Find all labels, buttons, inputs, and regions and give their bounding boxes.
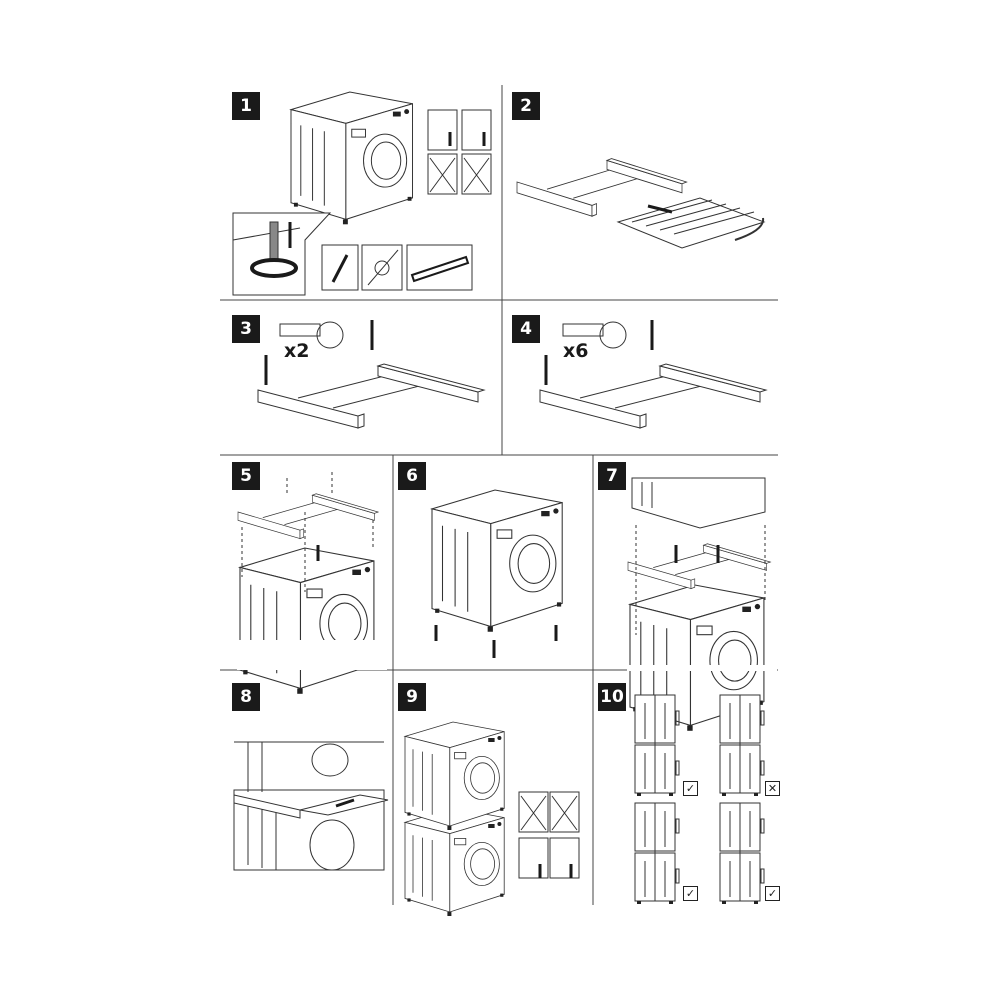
tape-roll-icon — [562, 323, 604, 337]
step-8-illustration — [233, 741, 389, 871]
step-number: 6 — [398, 462, 426, 490]
tape-quantity-label: x2 — [284, 340, 309, 362]
step-4-illustration: x6 — [539, 320, 767, 429]
step-7-illustration — [627, 477, 777, 732]
step-number: 3 — [232, 315, 260, 343]
step-number: 1 — [232, 92, 260, 120]
connect-hose-icon — [549, 837, 580, 879]
correct-check-icon: ✓ — [683, 781, 698, 796]
incorrect-cross-icon: ✕ — [765, 781, 780, 796]
step-5-illustration — [237, 472, 387, 695]
tape-quantity-label: x6 — [563, 340, 588, 362]
step-9-illustration — [404, 721, 580, 917]
step-number: 10 — [598, 683, 626, 711]
step-number: 9 — [398, 683, 426, 711]
step-3-illustration: x2 — [257, 320, 485, 429]
step-number: 4 — [512, 315, 540, 343]
unplug-icon — [461, 109, 492, 151]
correct-check-icon: ✓ — [683, 886, 698, 901]
tape-roll-icon — [279, 323, 321, 337]
wrench-icon — [321, 244, 359, 291]
remove-hose-icon — [427, 109, 458, 151]
step-6-illustration — [431, 489, 563, 658]
step-number: 2 — [512, 92, 540, 120]
correct-check-icon: ✓ — [765, 886, 780, 901]
step-10-illustration — [634, 694, 765, 905]
step-number: 8 — [232, 683, 260, 711]
step-1-illustration — [232, 91, 492, 296]
step-number: 5 — [232, 462, 260, 490]
step-2-illustration — [516, 158, 766, 249]
step-number: 7 — [598, 462, 626, 490]
plug-in-icon — [518, 837, 549, 879]
